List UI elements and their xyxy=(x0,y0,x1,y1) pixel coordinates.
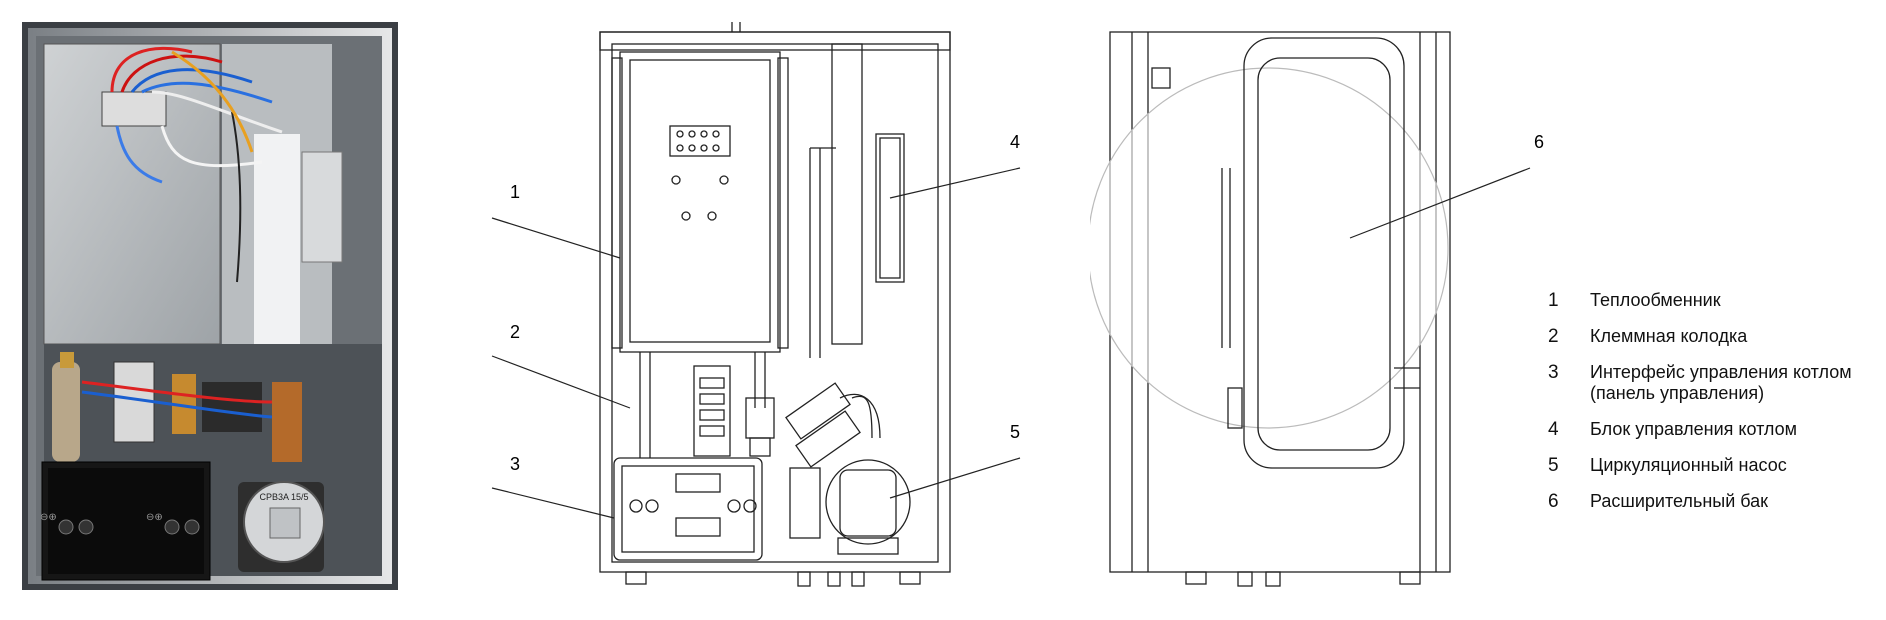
callout-6: 6 xyxy=(1534,132,1544,152)
legend-number: 6 xyxy=(1548,491,1559,512)
legend-number: 4 xyxy=(1548,419,1559,440)
legend-item: 4 Блок управления котлом xyxy=(1548,419,1878,440)
legend-text: Клеммная колодка xyxy=(1590,326,1748,346)
legend-number: 5 xyxy=(1548,455,1559,476)
callout-3: 3 xyxy=(510,454,520,474)
control-panel xyxy=(613,457,763,561)
legend-item: 3 Интерфейс управления котлом (панель уп… xyxy=(1548,362,1878,404)
legend-number: 2 xyxy=(1548,326,1559,347)
terminal-block xyxy=(693,365,731,457)
callout-2: 2 xyxy=(510,322,520,342)
callout-1: 1 xyxy=(510,182,520,202)
callout-5: 5 xyxy=(1010,422,1020,442)
legend: 1 Теплообменник 2 Клеммная колодка 3 Инт… xyxy=(1548,290,1878,527)
side-view-drawing: 6 xyxy=(1087,18,1570,598)
heat-exchanger xyxy=(619,51,781,353)
legend-text: Блок управления котлом xyxy=(1590,419,1798,439)
display-buttons-left: ⊖⊕ xyxy=(40,512,57,523)
display-buttons-right: ⊖⊕ xyxy=(146,512,163,523)
legend-number: 1 xyxy=(1548,290,1559,311)
callout-4: 4 xyxy=(1010,132,1020,152)
legend-text: Интерфейс управления котлом (панель упра… xyxy=(1590,362,1852,403)
circulation-pump xyxy=(825,459,911,545)
legend-text: Циркуляционный насос xyxy=(1590,455,1787,475)
legend-item: 5 Циркуляционный насос xyxy=(1548,455,1878,476)
legend-item: 2 Клеммная колодка xyxy=(1548,326,1878,347)
legend-text: Расширительный бак xyxy=(1590,491,1769,511)
control-unit xyxy=(879,137,901,279)
legend-item: 6 Расширительный бак xyxy=(1548,491,1878,512)
boiler-photo: CPB3A 15/5 xyxy=(22,22,398,590)
expansion-tank xyxy=(1243,37,1405,469)
pump-label: CPB3A 15/5 xyxy=(259,492,308,502)
legend-text: Теплообменник xyxy=(1590,290,1721,310)
legend-number: 3 xyxy=(1548,362,1559,383)
front-view-drawing: 1 2 3 4 5 xyxy=(480,18,1040,598)
legend-item: 1 Теплообменник xyxy=(1548,290,1878,311)
